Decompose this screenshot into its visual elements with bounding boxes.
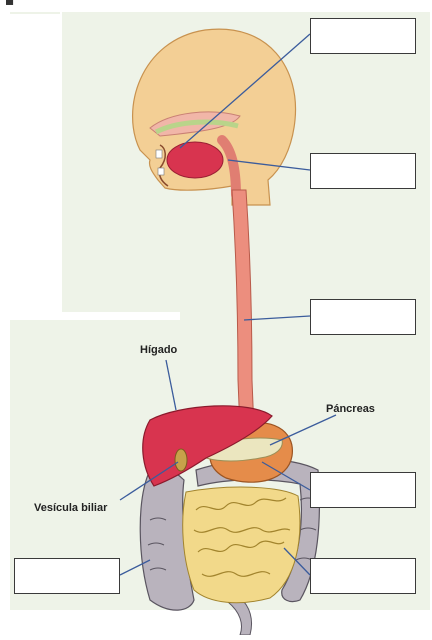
answer-box-6[interactable]	[14, 558, 120, 594]
gallbladder-label: Vesícula biliar	[34, 502, 107, 514]
answer-box-3[interactable]	[310, 299, 416, 335]
answer-box-5[interactable]	[310, 558, 416, 594]
liver-label: Hígado	[140, 344, 177, 356]
answer-box-4[interactable]	[310, 472, 416, 508]
gallbladder	[175, 449, 187, 471]
pancreas-label: Páncreas	[326, 403, 375, 415]
background-panel-strip	[10, 12, 60, 14]
corner-mark: ▀	[6, 0, 13, 11]
small-intestine	[183, 487, 300, 603]
answer-box-1[interactable]	[310, 18, 416, 54]
answer-box-2[interactable]	[310, 153, 416, 189]
